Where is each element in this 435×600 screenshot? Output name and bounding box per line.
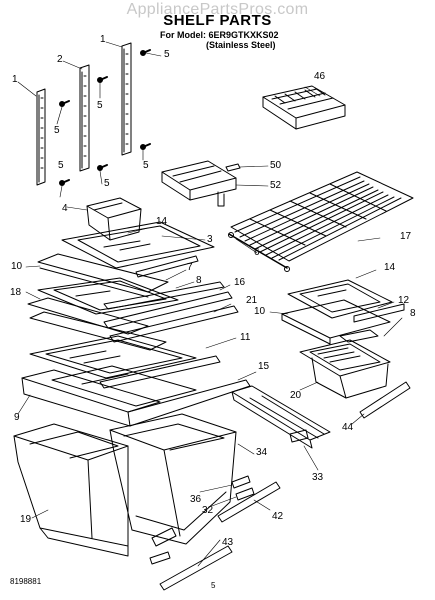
callout-2: 2: [57, 54, 63, 65]
callout-5-b: 5: [97, 100, 103, 111]
callout-5-f: 5: [58, 160, 64, 171]
callout-52: 52: [270, 180, 282, 191]
callout-36: 36: [190, 494, 202, 505]
callout-21: 21: [246, 295, 258, 306]
callout-44: 44: [342, 422, 354, 433]
crisper-cover-frame: [21, 365, 251, 427]
wire-shelf: [228, 171, 414, 272]
glass-shelf-lower: [29, 335, 221, 389]
small-shelf-right: [281, 279, 405, 345]
callout-1-left: 1: [12, 74, 18, 85]
callout-10-right: 10: [254, 306, 266, 317]
deli-tray: [161, 160, 241, 207]
callout-5-c: 5: [164, 49, 170, 60]
page-title: SHELF PARTS: [163, 12, 272, 29]
shelf-support-rail-1-right: [121, 42, 132, 156]
callout-43: 43: [222, 537, 234, 548]
callout-12: 12: [398, 295, 410, 306]
callout-10-left: 10: [11, 261, 23, 272]
model-line: For Model: 6ER9GTKXKS02: [160, 30, 279, 40]
callout-4: 4: [62, 203, 68, 214]
callout-33: 33: [312, 472, 324, 483]
callout-5-a: 5: [54, 125, 60, 136]
callout-8-right: 8: [410, 308, 416, 319]
page-number: 5: [211, 581, 216, 590]
glass-shelf-upper: [61, 221, 215, 269]
drawer-glide-44: [359, 381, 411, 419]
leader-lines: [17, 41, 403, 567]
callout-42: 42: [272, 511, 284, 522]
callout-19: 19: [20, 514, 32, 525]
document-part-number: 8198881: [10, 577, 42, 586]
shelf-support-rail-2: [79, 64, 90, 172]
callout-15: 15: [258, 361, 270, 372]
callout-50: 50: [270, 160, 282, 171]
callout-1-right: 1: [100, 34, 106, 45]
watermark: AppliancePartsPros.com: [126, 1, 309, 18]
callout-11: 11: [240, 332, 251, 343]
callout-6: 6: [254, 247, 260, 258]
deli-drawer-right: [299, 329, 391, 399]
callout-9: 9: [14, 412, 20, 423]
shelf-support-rail-1-left: [36, 88, 46, 186]
ice-cube-tray: [262, 85, 346, 130]
drawer-slides: [149, 475, 281, 591]
callout-14-upper: 14: [156, 216, 168, 227]
callout-16: 16: [234, 277, 246, 288]
callout-34: 34: [256, 447, 268, 458]
crisper-cover-right: [231, 385, 331, 449]
callout-8-left: 8: [196, 275, 202, 286]
callout-46: 46: [314, 71, 326, 82]
crisper-drawer-right: [109, 413, 237, 545]
utility-bin: [86, 197, 142, 241]
callout-32: 32: [202, 505, 214, 516]
shelf-frame-middle: [27, 291, 239, 351]
callout-17: 17: [400, 231, 412, 242]
variant-label: (Stainless Steel): [206, 40, 276, 50]
callout-7: 7: [187, 262, 193, 273]
callout-5-e: 5: [104, 178, 110, 189]
callout-5-d: 5: [143, 160, 149, 171]
callout-18: 18: [10, 287, 22, 298]
callout-20: 20: [290, 390, 302, 401]
callout-3: 3: [207, 234, 213, 245]
screw-icons: [59, 49, 151, 186]
crisper-drawer-left: [13, 423, 129, 557]
callout-14-right: 14: [384, 262, 396, 273]
